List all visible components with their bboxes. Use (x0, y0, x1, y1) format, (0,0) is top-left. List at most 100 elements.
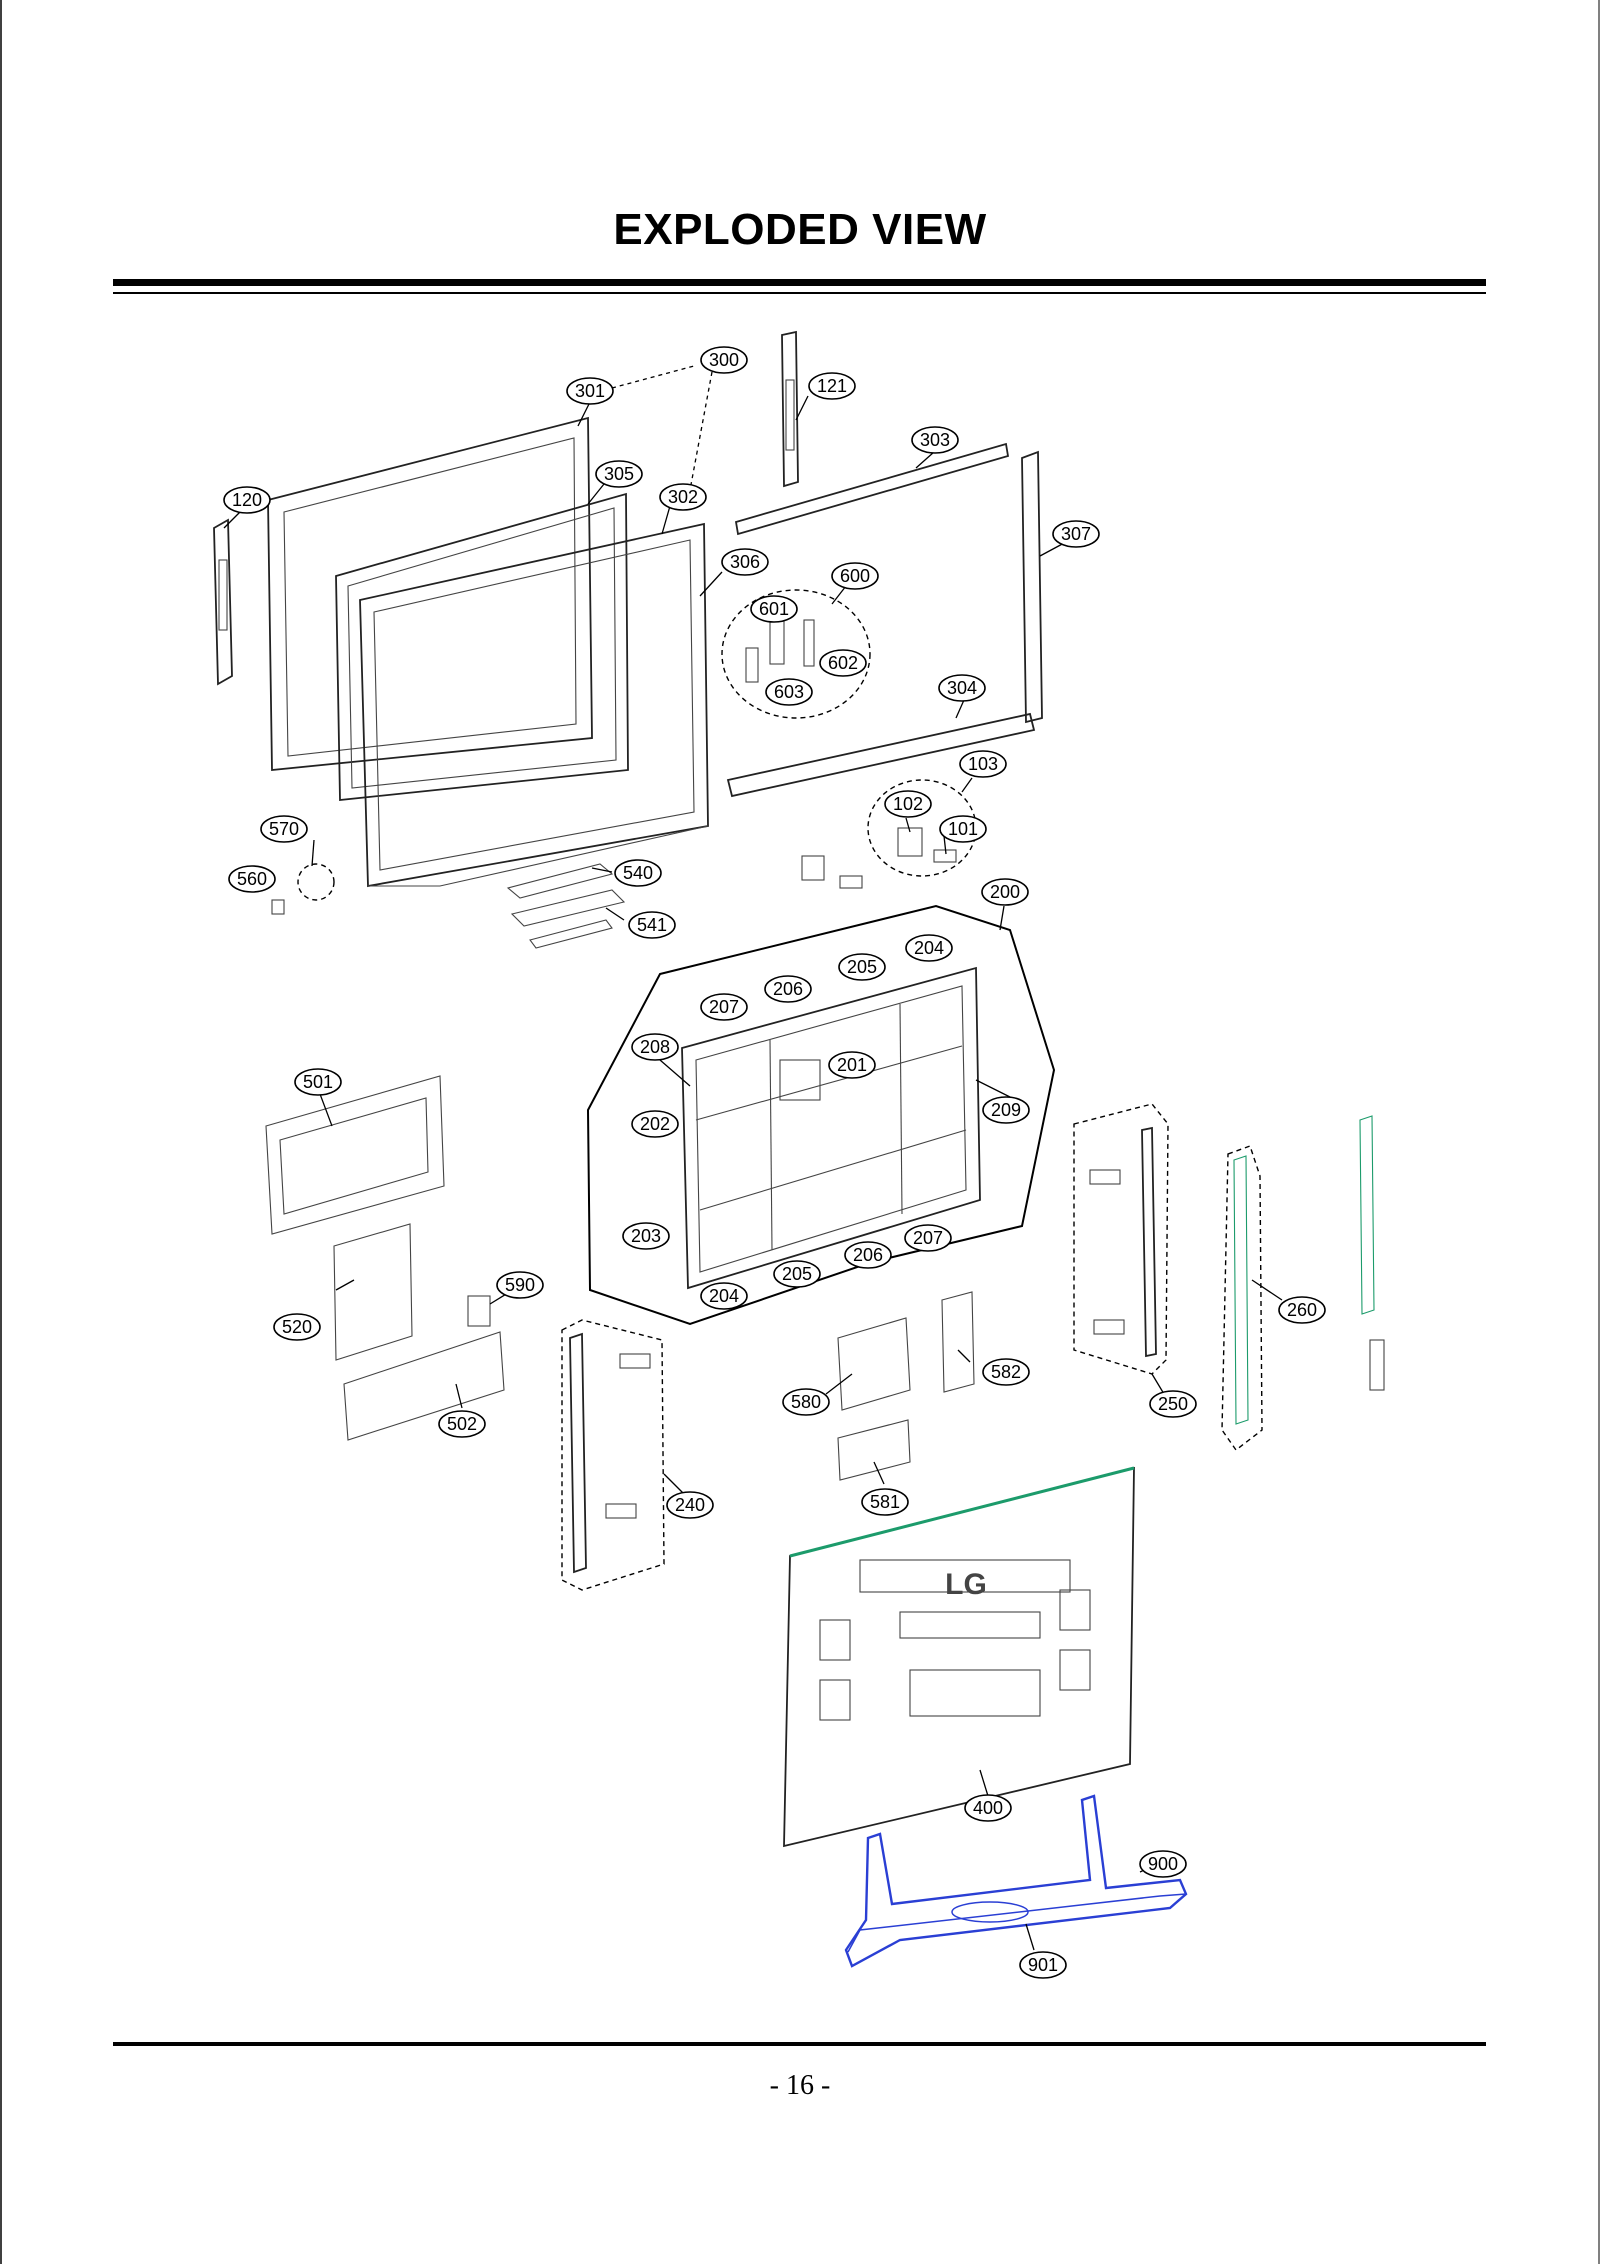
svg-text:207: 207 (709, 997, 739, 1017)
svg-text:301: 301 (575, 381, 605, 401)
svg-text:900: 900 (1148, 1854, 1178, 1874)
callout-209: 209 (982, 1096, 1030, 1124)
svg-text:307: 307 (1061, 524, 1091, 544)
callout-207b: 207 (904, 1224, 952, 1252)
svg-text:204: 204 (709, 1286, 739, 1306)
callout-306: 306 (721, 548, 769, 576)
callout-580: 580 (782, 1388, 830, 1416)
svg-text:101: 101 (948, 819, 978, 839)
callout-582: 582 (982, 1358, 1030, 1386)
part-540-541-speaker-grille (506, 863, 626, 949)
svg-text:201: 201 (837, 1055, 867, 1075)
part-307-side-bar (1021, 450, 1043, 724)
svg-text:203: 203 (631, 1226, 661, 1246)
callout-501: 501 (294, 1068, 342, 1096)
svg-text:601: 601 (759, 599, 789, 619)
callout-602: 602 (819, 649, 867, 677)
part-260-rails (1233, 1115, 1385, 1425)
svg-text:570: 570 (269, 819, 299, 839)
svg-text:305: 305 (604, 464, 634, 484)
part-240-side-cover (569, 1332, 651, 1574)
callout-250: 250 (1149, 1390, 1197, 1418)
part-900-stand (844, 1794, 1188, 1968)
callout-600: 600 (831, 562, 879, 590)
svg-text:121: 121 (817, 376, 847, 396)
group-600-parts (745, 607, 815, 683)
callout-103: 103 (959, 750, 1007, 778)
group-240-outline (561, 1319, 665, 1591)
callout-570: 570 (260, 815, 308, 843)
callout-202: 202 (631, 1110, 679, 1138)
callout-560: 560 (228, 865, 276, 893)
part-580-psu-board (837, 1317, 911, 1411)
callout-520: 520 (273, 1313, 321, 1341)
callout-305: 305 (595, 460, 643, 488)
callout-205b: 205 (773, 1260, 821, 1288)
svg-text:102: 102 (893, 794, 923, 814)
svg-text:207: 207 (913, 1228, 943, 1248)
page-title: EXPLODED VIEW (613, 205, 987, 254)
callout-301: 301 (566, 377, 614, 405)
svg-text:205: 205 (847, 957, 877, 977)
callout-206a: 206 (764, 975, 812, 1003)
callout-101: 101 (939, 815, 987, 843)
page-number: - 16 - (769, 2070, 831, 2101)
svg-text:103: 103 (968, 754, 998, 774)
callout-260: 260 (1278, 1296, 1326, 1324)
part-560 (271, 899, 285, 915)
svg-text:206: 206 (853, 1245, 883, 1265)
group-570-outline (297, 863, 335, 901)
callout-541: 541 (628, 911, 676, 939)
part-121-side-bracket (781, 330, 799, 488)
callout-581: 581 (861, 1488, 909, 1516)
header-rule-thin (113, 292, 1486, 294)
svg-text:120: 120 (232, 490, 262, 510)
svg-text:250: 250 (1158, 1394, 1188, 1414)
svg-text:306: 306 (730, 552, 760, 572)
svg-text:502: 502 (447, 1414, 477, 1434)
svg-text:303: 303 (920, 430, 950, 450)
part-501-shield-plate (265, 1075, 445, 1235)
header-rule-thick (113, 279, 1486, 286)
svg-text:300: 300 (709, 350, 739, 370)
callout-207a: 207 (700, 993, 748, 1021)
svg-text:541: 541 (637, 915, 667, 935)
part-305-glass-filter (335, 492, 629, 801)
svg-text:205: 205 (782, 1264, 812, 1284)
callout-204b: 204 (700, 1282, 748, 1310)
part-304-bottom-bar (726, 712, 1036, 798)
part-120-side-bracket (213, 518, 233, 686)
group-600-outline (721, 589, 871, 719)
callout-303: 303 (911, 426, 959, 454)
callout-200: 200 (981, 878, 1029, 906)
callout-900: 900 (1139, 1850, 1187, 1878)
callout-400: 400 (964, 1794, 1012, 1822)
svg-text:590: 590 (505, 1275, 535, 1295)
callout-102: 102 (884, 790, 932, 818)
svg-text:582: 582 (991, 1362, 1021, 1382)
callout-302: 302 (659, 483, 707, 511)
footer-rule (113, 2042, 1486, 2046)
svg-text:208: 208 (640, 1037, 670, 1057)
callout-204a: 204 (905, 934, 953, 962)
part-209-module-chassis (681, 966, 981, 1290)
group-260-outline (1221, 1145, 1263, 1452)
svg-text:603: 603 (774, 682, 804, 702)
callout-203: 203 (622, 1222, 670, 1250)
svg-text:240: 240 (675, 1495, 705, 1515)
callout-901: 901 (1019, 1951, 1067, 1979)
group-250-outline (1073, 1103, 1169, 1375)
callout-540: 540 (614, 859, 662, 887)
callout-590: 590 (496, 1271, 544, 1299)
part-582-board (941, 1291, 975, 1393)
part-250-side-cover (1089, 1126, 1157, 1358)
svg-text:540: 540 (623, 863, 653, 883)
svg-text:501: 501 (303, 1072, 333, 1092)
callout-304: 304 (938, 674, 986, 702)
svg-text:581: 581 (870, 1492, 900, 1512)
callout-240: 240 (666, 1491, 714, 1519)
svg-text:400: 400 (973, 1798, 1003, 1818)
callout-601: 601 (750, 595, 798, 623)
callout-603: 603 (765, 678, 813, 706)
